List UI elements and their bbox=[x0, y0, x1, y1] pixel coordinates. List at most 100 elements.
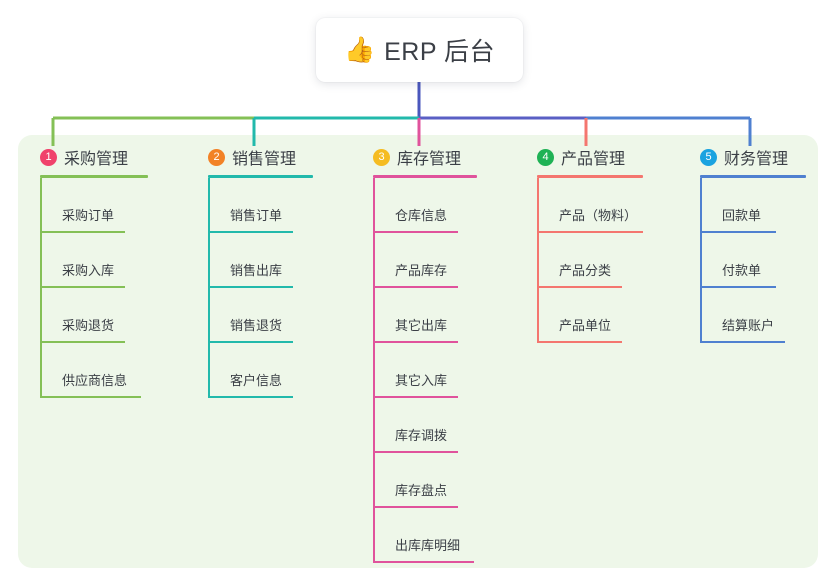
list-item-label: 库存调拨 bbox=[395, 428, 448, 443]
column-header-rule bbox=[40, 175, 148, 178]
list-item-label: 销售退货 bbox=[230, 318, 283, 333]
list-item[interactable]: 供应商信息 bbox=[40, 343, 148, 398]
list-item[interactable]: 库存盘点 bbox=[373, 453, 477, 508]
list-item-label: 采购入库 bbox=[62, 263, 115, 278]
list-item[interactable]: 产品单位 bbox=[537, 288, 643, 343]
list-item[interactable]: 采购入库 bbox=[40, 233, 148, 288]
list-item-label: 销售订单 bbox=[230, 208, 283, 223]
list-item[interactable]: 仓库信息 bbox=[373, 178, 477, 233]
list-item-rule bbox=[700, 286, 776, 288]
column-header-rule bbox=[700, 175, 806, 178]
column-header[interactable]: 2 销售管理 bbox=[208, 146, 313, 168]
list-item-rule bbox=[373, 451, 458, 453]
list-item[interactable]: 采购退货 bbox=[40, 288, 148, 343]
list-item-label: 仓库信息 bbox=[395, 208, 448, 223]
list-item-rule bbox=[537, 286, 622, 288]
list-item[interactable]: 库存调拨 bbox=[373, 398, 477, 453]
column-item-list: 销售订单销售出库销售退货客户信息 bbox=[208, 178, 313, 398]
list-item[interactable]: 产品分类 bbox=[537, 233, 643, 288]
column-spine bbox=[208, 178, 210, 398]
column-title: 库存管理 bbox=[397, 151, 462, 168]
list-item-label: 其它出库 bbox=[395, 318, 448, 333]
list-item[interactable]: 采购订单 bbox=[40, 178, 148, 233]
list-item[interactable]: 付款单 bbox=[700, 233, 806, 288]
list-item[interactable]: 其它入库 bbox=[373, 343, 477, 398]
column-产品管理: 4 产品管理产品（物料） 产品分类产品单位 bbox=[537, 146, 643, 343]
list-item-rule bbox=[373, 231, 458, 233]
list-item-label: 采购退货 bbox=[62, 318, 115, 333]
column-number-badge: 1 bbox=[40, 148, 57, 166]
list-item[interactable]: 结算账户 bbox=[700, 288, 806, 343]
column-number-badge: 5 bbox=[700, 148, 717, 166]
list-item-rule bbox=[373, 506, 458, 508]
column-item-list: 回款单付款单结算账户 bbox=[700, 178, 806, 343]
column-采购管理: 1 采购管理采购订单采购入库采购退货供应商信息 bbox=[40, 146, 148, 398]
root-node[interactable]: 👍 ERP 后台 bbox=[316, 18, 523, 82]
list-item-rule bbox=[40, 231, 125, 233]
list-item-rule bbox=[373, 396, 458, 398]
list-item[interactable]: 出库库明细 bbox=[373, 508, 477, 563]
column-header-rule bbox=[537, 175, 643, 178]
column-item-list: 产品（物料） 产品分类产品单位 bbox=[537, 178, 643, 343]
column-header[interactable]: 5 财务管理 bbox=[700, 146, 806, 168]
list-item[interactable]: 销售出库 bbox=[208, 233, 313, 288]
list-item[interactable]: 其它出库 bbox=[373, 288, 477, 343]
list-item-rule bbox=[208, 341, 293, 343]
list-item-label: 客户信息 bbox=[230, 373, 283, 388]
list-item-rule bbox=[537, 341, 622, 343]
list-item[interactable]: 销售退货 bbox=[208, 288, 313, 343]
list-item-label: 销售出库 bbox=[230, 263, 283, 278]
column-title: 财务管理 bbox=[724, 151, 789, 168]
list-item-rule bbox=[208, 231, 293, 233]
list-item-label: 产品（物料） bbox=[559, 208, 638, 223]
column-spine bbox=[537, 178, 539, 343]
column-title: 销售管理 bbox=[232, 151, 297, 168]
thumbs-up-icon: 👍 bbox=[343, 35, 376, 64]
column-spine bbox=[373, 178, 375, 563]
list-item-rule bbox=[40, 286, 125, 288]
list-item-rule bbox=[40, 396, 141, 398]
list-item-rule bbox=[373, 286, 458, 288]
list-item-label: 产品单位 bbox=[559, 318, 612, 333]
list-item[interactable]: 销售订单 bbox=[208, 178, 313, 233]
column-number-badge: 4 bbox=[537, 148, 554, 166]
column-item-list: 采购订单采购入库采购退货供应商信息 bbox=[40, 178, 148, 398]
column-spine bbox=[700, 178, 702, 343]
column-库存管理: 3 库存管理仓库信息产品库存其它出库其它入库库存调拨库存盘点出库库明细 bbox=[373, 146, 477, 563]
list-item[interactable]: 客户信息 bbox=[208, 343, 313, 398]
content-panel bbox=[18, 135, 818, 568]
list-item-rule bbox=[700, 341, 785, 343]
column-title: 产品管理 bbox=[561, 151, 626, 168]
column-销售管理: 2 销售管理销售订单销售出库销售退货客户信息 bbox=[208, 146, 313, 398]
column-number-badge: 2 bbox=[208, 148, 225, 166]
column-财务管理: 5 财务管理回款单付款单结算账户 bbox=[700, 146, 806, 343]
list-item-rule bbox=[208, 396, 293, 398]
list-item-label: 付款单 bbox=[722, 263, 762, 278]
list-item[interactable]: 回款单 bbox=[700, 178, 806, 233]
list-item-rule bbox=[537, 231, 643, 233]
list-item-rule bbox=[700, 231, 776, 233]
column-item-list: 仓库信息产品库存其它出库其它入库库存调拨库存盘点出库库明细 bbox=[373, 178, 477, 563]
column-title: 采购管理 bbox=[64, 151, 129, 168]
column-header[interactable]: 1 采购管理 bbox=[40, 146, 148, 168]
list-item-label: 产品库存 bbox=[395, 263, 448, 278]
list-item-rule bbox=[373, 561, 474, 563]
list-item-label: 采购订单 bbox=[62, 208, 115, 223]
root-title: ERP 后台 bbox=[384, 38, 496, 66]
list-item-label: 出库库明细 bbox=[395, 538, 461, 553]
list-item-label: 产品分类 bbox=[559, 263, 612, 278]
list-item[interactable]: 产品（物料） bbox=[537, 178, 643, 233]
list-item[interactable]: 产品库存 bbox=[373, 233, 477, 288]
column-header[interactable]: 3 库存管理 bbox=[373, 146, 477, 168]
column-header[interactable]: 4 产品管理 bbox=[537, 146, 643, 168]
list-item-rule bbox=[208, 286, 293, 288]
column-header-rule bbox=[208, 175, 313, 178]
list-item-rule bbox=[373, 341, 458, 343]
column-spine bbox=[40, 178, 42, 398]
column-number-badge: 3 bbox=[373, 148, 390, 166]
list-item-rule bbox=[40, 341, 125, 343]
list-item-label: 回款单 bbox=[722, 208, 762, 223]
list-item-label: 其它入库 bbox=[395, 373, 448, 388]
column-header-rule bbox=[373, 175, 477, 178]
